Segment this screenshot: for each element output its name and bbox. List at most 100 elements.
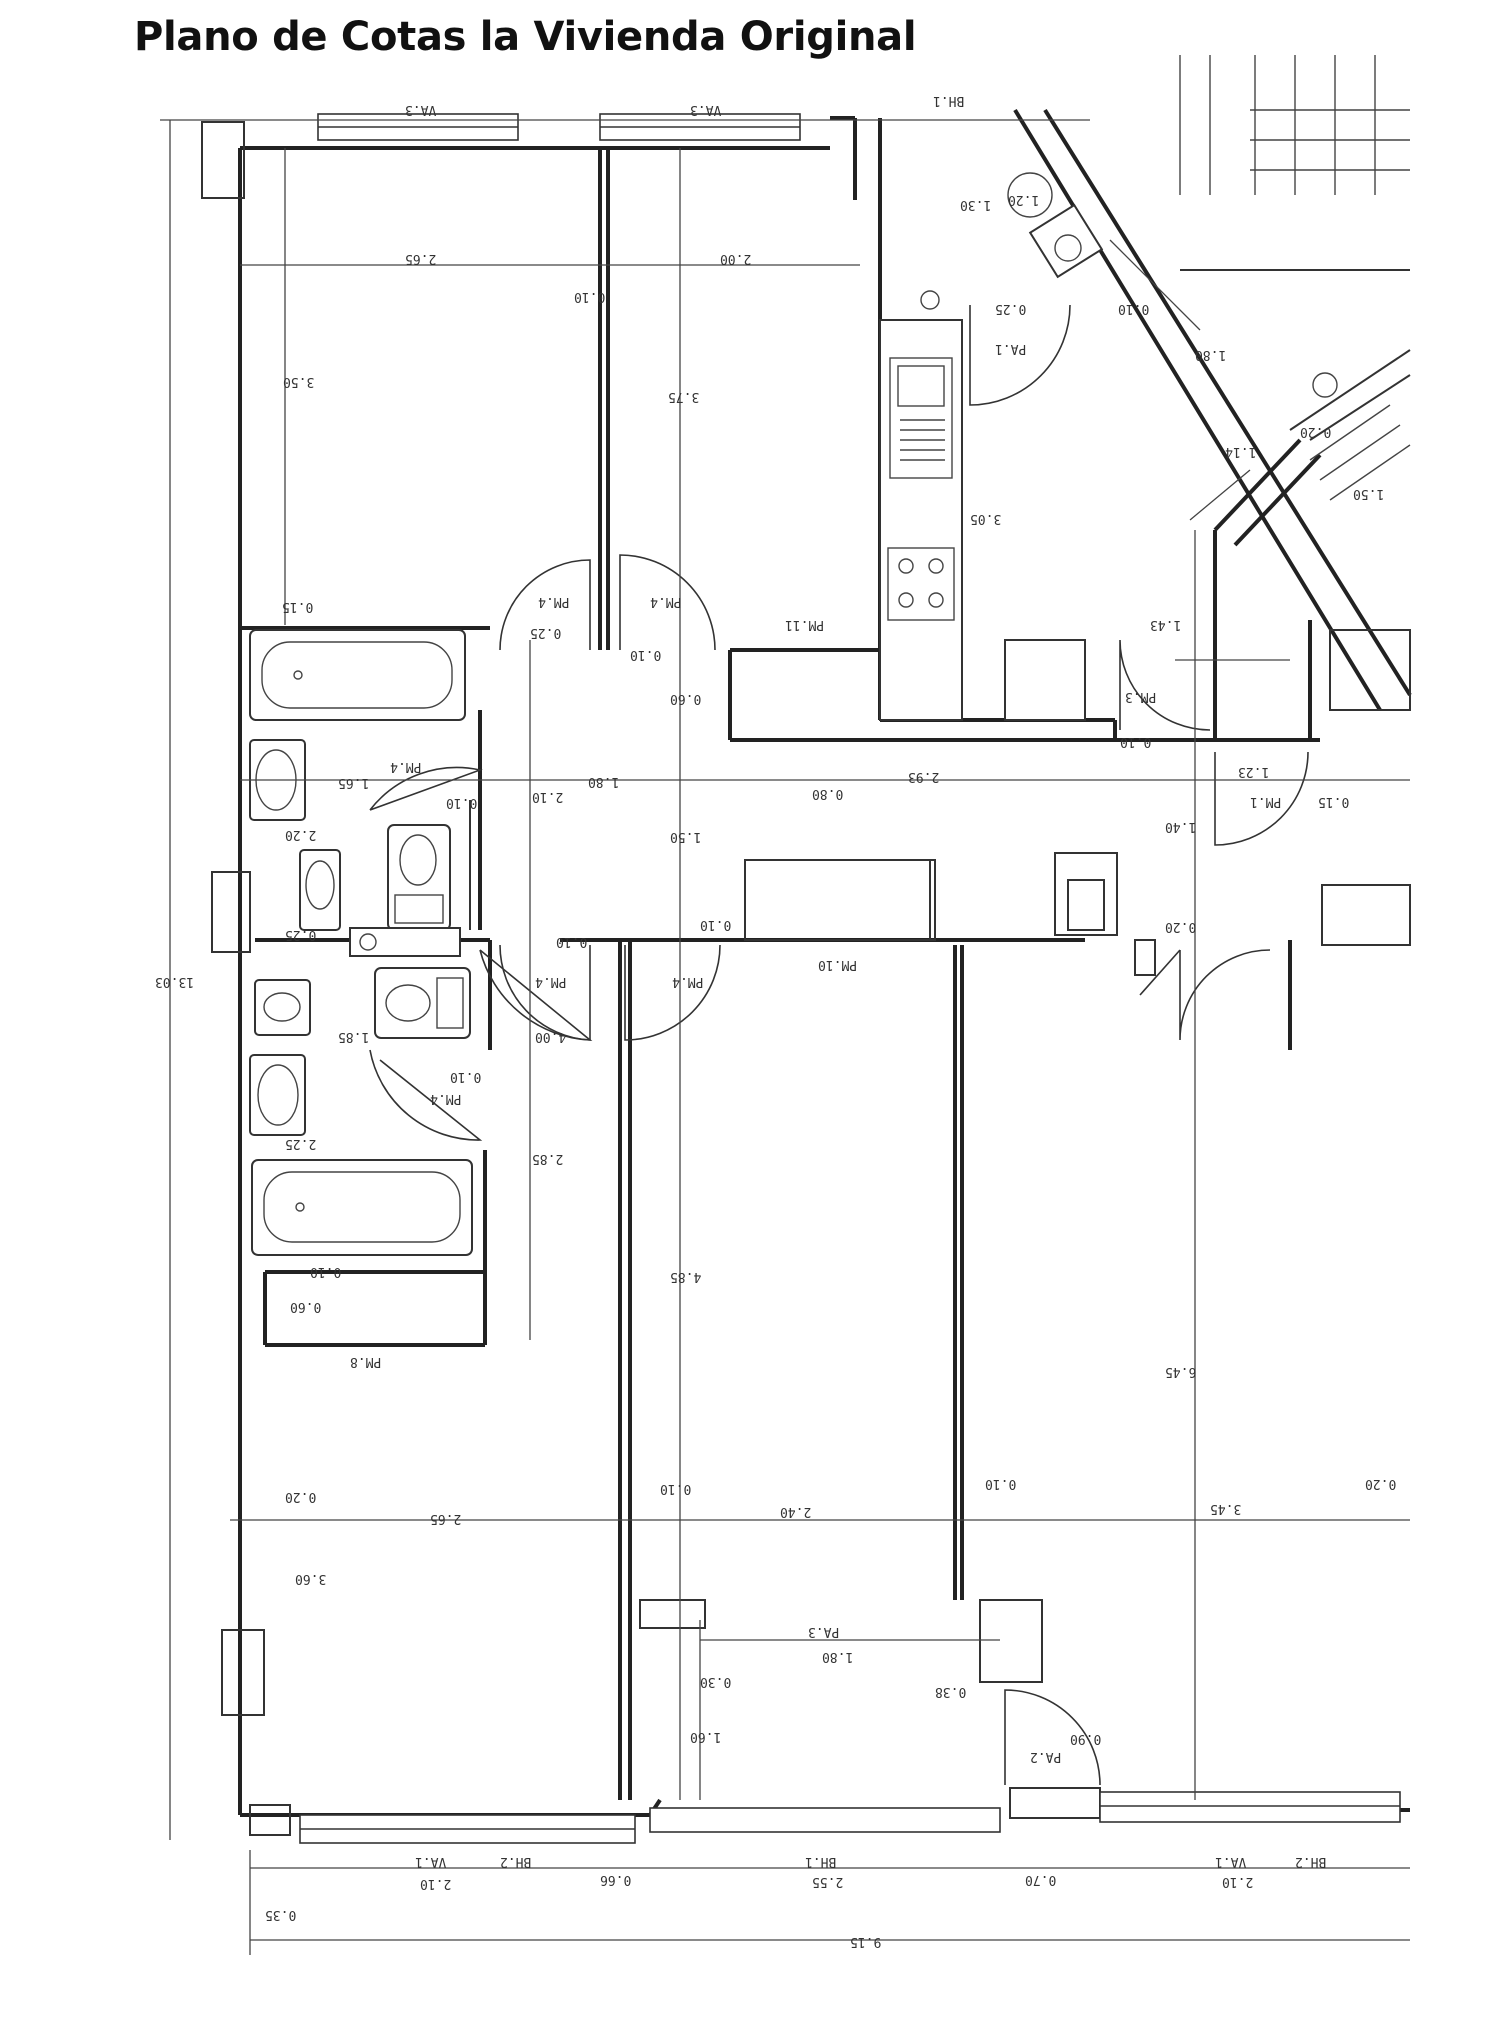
label-d180-diag: 1.80 bbox=[1195, 347, 1226, 362]
label-d035: 0.35 bbox=[265, 1907, 296, 1922]
label-d165: 1.65 bbox=[338, 775, 369, 790]
label-d010-i: 0.10 bbox=[310, 1264, 341, 1279]
label-d080: 0.80 bbox=[812, 786, 843, 801]
diagonal-wall bbox=[1013, 108, 1412, 712]
label-d150-b: 1.50 bbox=[670, 829, 701, 844]
label-d038: 0.38 bbox=[935, 1684, 966, 1699]
label-d020-b: 0.20 bbox=[1165, 919, 1196, 934]
label-d293: 2.93 bbox=[908, 769, 939, 784]
label-d645: 6.45 bbox=[1165, 1364, 1196, 1379]
label-pm3: PM.3 bbox=[1125, 689, 1156, 704]
label-va3-a: VA.3 bbox=[405, 102, 436, 117]
label-d160: 1.60 bbox=[690, 1729, 721, 1744]
label-pm4-a: PM.4 bbox=[538, 594, 569, 609]
label-d143: 1.43 bbox=[1150, 617, 1181, 632]
label-d210-c: 2.10 bbox=[1222, 1874, 1253, 1889]
label-d060-a: 0.60 bbox=[670, 691, 701, 706]
label-bh2-b: BH.2 bbox=[1295, 1854, 1326, 1869]
label-d180-b: 1.80 bbox=[822, 1649, 853, 1664]
label-pm4-e: PM.4 bbox=[672, 974, 703, 989]
label-va3-b: VA.3 bbox=[690, 102, 721, 117]
label-pm4-d: PM.4 bbox=[535, 974, 566, 989]
laundry-fixtures bbox=[1007, 172, 1104, 279]
label-d020-d: 0.20 bbox=[1365, 1476, 1396, 1491]
label-d010-e: 0.10 bbox=[446, 795, 477, 810]
label-d400: 4.00 bbox=[535, 1029, 566, 1044]
label-d020-a: 0.20 bbox=[1300, 424, 1331, 439]
label-d015-b: 0.15 bbox=[1318, 794, 1349, 809]
label-d240: 2.40 bbox=[780, 1504, 811, 1519]
label-pm10: PM.10 bbox=[818, 957, 857, 972]
label-bh2-a: BH.2 bbox=[500, 1854, 531, 1869]
label-d020-c: 0.20 bbox=[285, 1489, 316, 1504]
label-d225: 2.25 bbox=[285, 1136, 316, 1151]
label-d090: 0.90 bbox=[1070, 1731, 1101, 1746]
label-d060-b: 0.60 bbox=[290, 1299, 321, 1314]
label-d200-top: 2.00 bbox=[720, 251, 751, 266]
label-bh1-top: BH.1 bbox=[933, 93, 964, 108]
label-pm1: PM.1 bbox=[1250, 794, 1281, 809]
label-d360: 3.60 bbox=[295, 1571, 326, 1586]
dimension-lines bbox=[160, 119, 1410, 1955]
label-d265-top: 2.65 bbox=[405, 251, 436, 266]
label-d010-d: 0.10 bbox=[1120, 734, 1151, 749]
label-d265-b: 2.65 bbox=[430, 1511, 461, 1526]
label-d350: 3.50 bbox=[283, 374, 314, 389]
stair-block bbox=[1179, 55, 1411, 501]
label-pa3: PA.3 bbox=[808, 1624, 839, 1639]
label-pa2: PA.2 bbox=[1030, 1749, 1061, 1764]
label-d010-h: 0.10 bbox=[450, 1069, 481, 1084]
label-d010-c: 0.10 bbox=[630, 647, 661, 662]
label-d185: 1.85 bbox=[338, 1029, 369, 1044]
bathroom-lower bbox=[249, 967, 473, 1256]
label-d210-b: 2.10 bbox=[420, 1876, 451, 1891]
label-d123: 1.23 bbox=[1238, 764, 1269, 779]
label-pa1: PA.1 bbox=[995, 341, 1026, 356]
label-d025-b: 0.25 bbox=[530, 625, 561, 640]
label-d305: 3.05 bbox=[970, 511, 1001, 526]
label-d485: 4.85 bbox=[670, 1269, 701, 1284]
label-d375: 3.75 bbox=[668, 389, 699, 404]
label-d130: 1.30 bbox=[960, 197, 991, 212]
label-d010-g: 0.10 bbox=[700, 917, 731, 932]
dimension-labels: VA.3 VA.3 BH.1 2.65 2.00 3.50 3.75 0.10 … bbox=[155, 93, 1396, 1949]
kitchen-counter bbox=[879, 290, 1086, 721]
label-d010-f: 0.10 bbox=[556, 934, 587, 949]
label-pm4-b: PM.4 bbox=[650, 594, 681, 609]
label-d180-h: 1.80 bbox=[588, 774, 619, 789]
label-va1-a: VA.1 bbox=[415, 1854, 446, 1869]
label-d1303: 13.03 bbox=[155, 974, 194, 989]
label-d120: 1.20 bbox=[1008, 192, 1039, 207]
windows bbox=[299, 113, 1401, 1844]
label-d010-a: 0.10 bbox=[574, 289, 605, 304]
label-d030: 0.30 bbox=[700, 1674, 731, 1689]
bathroom-upper bbox=[249, 629, 471, 957]
label-d010-b: 0.10 bbox=[1118, 301, 1149, 316]
label-d010-k: 0.10 bbox=[985, 1476, 1016, 1491]
label-d345: 3.45 bbox=[1210, 1501, 1241, 1516]
label-pm11: PM.11 bbox=[785, 617, 824, 632]
label-d210: 2.10 bbox=[532, 789, 563, 804]
label-pm8: PM.8 bbox=[350, 1354, 381, 1369]
label-d915: 9.15 bbox=[850, 1934, 881, 1949]
label-bh1-b: BH.1 bbox=[805, 1854, 836, 1869]
label-pm4-c: PM.4 bbox=[390, 759, 421, 774]
label-d066: 0.66 bbox=[600, 1872, 631, 1887]
page-title: Plano de Cotas la Vivienda Original bbox=[134, 14, 917, 60]
outer-walls bbox=[201, 116, 1410, 1836]
label-d255: 2.55 bbox=[812, 1874, 843, 1889]
doors bbox=[369, 304, 1309, 1786]
label-d070: 0.70 bbox=[1025, 1872, 1056, 1887]
label-d150: 1.50 bbox=[1353, 486, 1384, 501]
label-d025-c: 0.25 bbox=[285, 927, 316, 942]
label-d220: 2.20 bbox=[285, 827, 316, 842]
label-va1-b: VA.1 bbox=[1215, 1854, 1246, 1869]
label-d015-a: 0.15 bbox=[282, 599, 313, 614]
label-d010-j: 0.10 bbox=[660, 1481, 691, 1496]
label-d285: 2.85 bbox=[532, 1151, 563, 1166]
label-pm4-f: PM.4 bbox=[430, 1091, 461, 1106]
label-d025-a: 0.25 bbox=[995, 301, 1026, 316]
label-d140: 1.40 bbox=[1165, 819, 1196, 834]
label-d114: 1.14 bbox=[1225, 444, 1256, 459]
